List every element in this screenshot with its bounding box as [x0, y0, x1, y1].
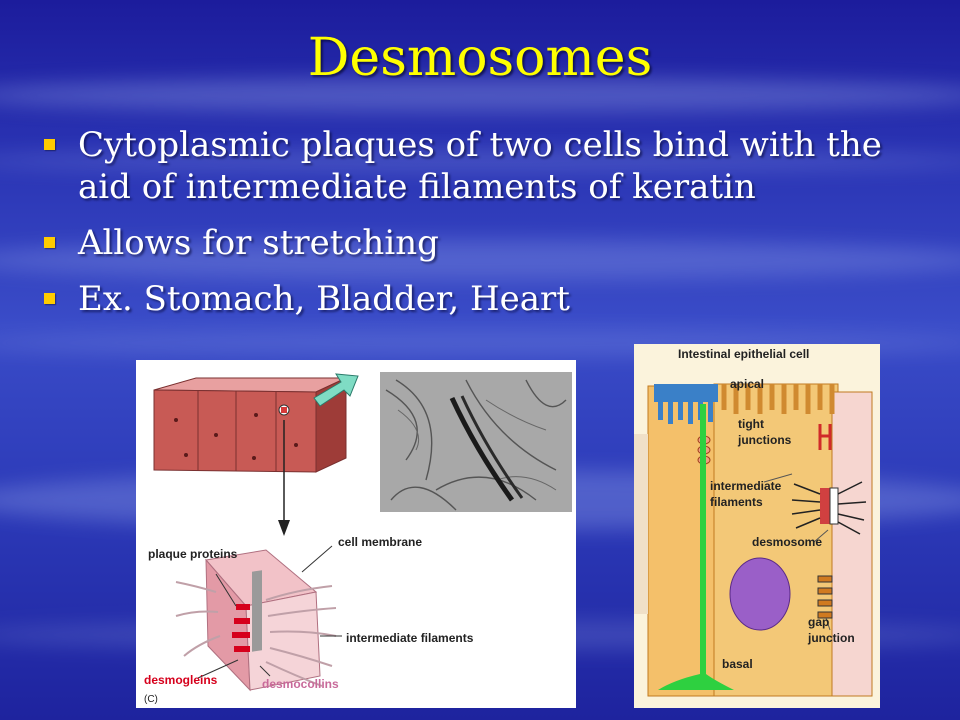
square-bullet-icon	[44, 139, 55, 150]
epithelial-cell-figure: Intestinal epithelial cell apical tight …	[634, 344, 880, 708]
label-intermediate-filaments: intermediate filaments	[346, 631, 474, 645]
label-tight: tight	[738, 417, 764, 431]
tight-junction	[818, 424, 832, 450]
label-apical: apical	[730, 377, 764, 391]
epithelial-cell-diagram: Intestinal epithelial cell apical tight …	[634, 347, 873, 697]
bullet-list: Cytoplasmic plaques of two cells bind wi…	[42, 124, 922, 334]
label-desmogleins: desmogleins	[144, 673, 218, 687]
square-bullet-icon	[44, 293, 55, 304]
leader-line	[825, 617, 831, 631]
cell-block-illustration	[153, 377, 347, 473]
bullet-item: Ex. Stomach, Bladder, Heart	[42, 278, 922, 320]
label-basal: basal	[722, 657, 753, 671]
background-streak	[0, 78, 960, 112]
nucleus	[729, 557, 791, 631]
bullet-item: Allows for stretching	[42, 222, 922, 264]
background-streak	[0, 240, 960, 280]
label-cell-membrane: cell membrane	[338, 535, 422, 549]
label-plaque-proteins: plaque proteins	[148, 547, 238, 561]
down-arrow-icon	[278, 520, 290, 536]
electron-micrograph	[380, 372, 572, 512]
label-junctions: junctions	[737, 433, 792, 447]
slide-title: Desmosomes	[307, 28, 653, 88]
label-junction: junction	[807, 631, 855, 645]
leader-line	[215, 573, 237, 607]
desmosome-structure-figure: plaque proteins cell membrane intermedia…	[136, 360, 576, 708]
desmosome-illustration	[791, 481, 867, 535]
leader-line	[763, 473, 793, 483]
label-desmocollins: desmocollins	[262, 677, 339, 691]
leader-line	[301, 545, 333, 573]
microvilli-illustration	[654, 384, 835, 424]
bullet-text: Cytoplasmic plaques of two cells bind wi…	[78, 125, 882, 207]
leader-line	[813, 529, 829, 543]
gap-junction-illustration	[817, 575, 833, 619]
bullet-text: Ex. Stomach, Bladder, Heart	[78, 279, 570, 319]
label-desmosome: desmosome	[752, 535, 822, 549]
label-filaments: filaments	[710, 495, 763, 509]
arrow-icon	[313, 373, 359, 407]
leader-line	[259, 665, 271, 677]
label-figure-title: Intestinal epithelial cell	[678, 347, 809, 361]
background-streak	[0, 150, 960, 172]
label-intermediate: intermediate	[710, 479, 782, 493]
desmosome-structure-diagram: plaque proteins cell membrane intermedia…	[144, 372, 572, 705]
label-gap: gap	[808, 615, 829, 629]
desmosome-closeup-illustration	[175, 549, 337, 692]
bullet-item: Cytoplasmic plaques of two cells bind wi…	[42, 124, 922, 208]
label-panel-letter: (C)	[144, 694, 158, 705]
bullet-text: Allows for stretching	[78, 223, 439, 263]
leader-line	[197, 659, 239, 679]
square-bullet-icon	[44, 237, 55, 248]
